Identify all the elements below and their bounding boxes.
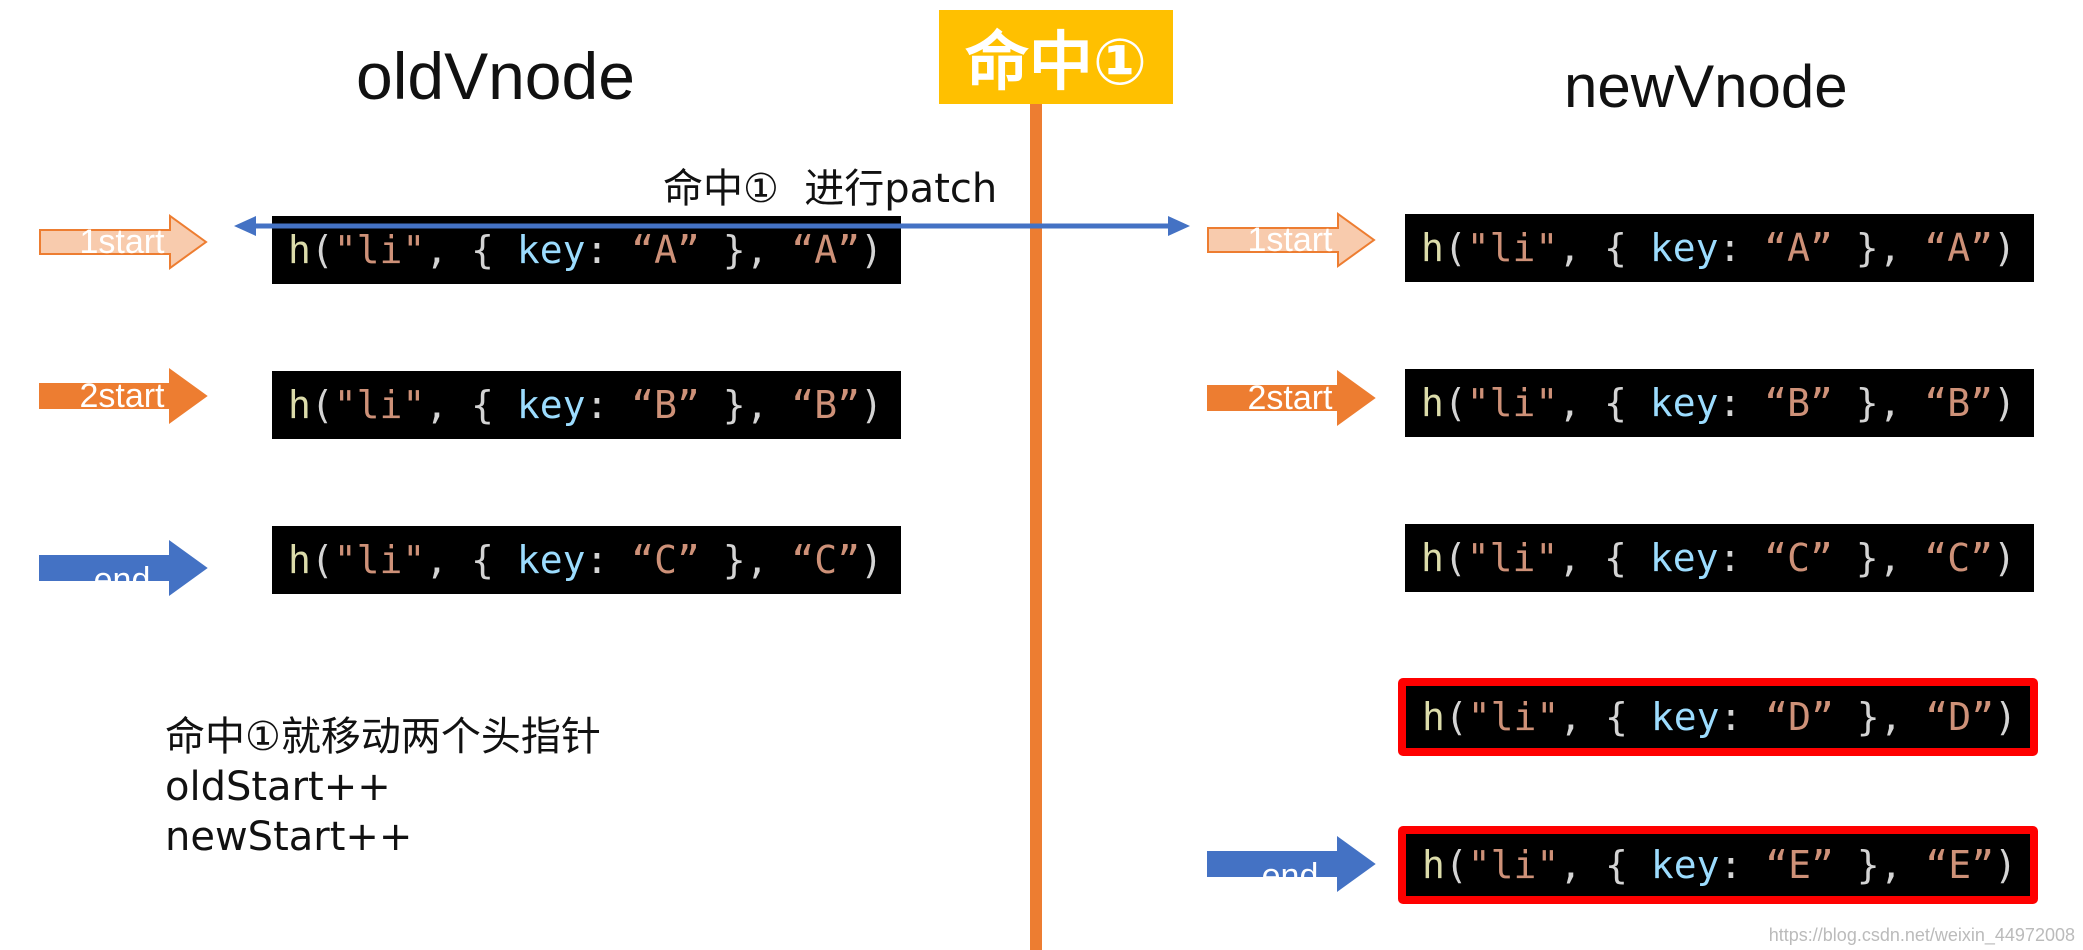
old-pointer-2start: 2start [38, 368, 210, 424]
arrow-right-icon [1168, 216, 1190, 236]
arrow-left-icon [234, 216, 256, 236]
old-pointer-1start: 1start [38, 214, 210, 270]
arrow-right-icon [1207, 370, 1376, 426]
old-vnode-text: B [814, 383, 838, 427]
new-vnode-text: E [1948, 843, 1972, 887]
arrow-right-icon [39, 214, 208, 270]
center-divider [1030, 104, 1042, 950]
new-vnode-item: h("li", { key: “B” }, “B”) [1405, 369, 2034, 437]
new-vnode-item: h("li", { key: “A” }, “A”) [1405, 214, 2034, 282]
old-vnode-text: A [814, 228, 838, 272]
new-vnode-text: B [1947, 381, 1971, 425]
new-vnode-text: A [1947, 226, 1971, 270]
pointer-label: end [1261, 856, 1319, 895]
note-line: oldStart++ [165, 764, 391, 810]
pointer-label: 2start [79, 376, 165, 415]
new-vnode-key: C [1787, 536, 1810, 580]
pointer-label: 1start [79, 222, 165, 261]
old-vnode-item: h("li", { key: “B” }, “B”) [272, 371, 901, 439]
pointer-label: end [93, 560, 151, 599]
pointer-label: 1start [1247, 220, 1333, 259]
new-vnode-key: B [1787, 381, 1810, 425]
new-vnode-item: h("li", { key: “C” }, “C”) [1405, 524, 2034, 592]
watermark: https://blog.csdn.net/weixin_44972008 [1768, 925, 2075, 945]
arrow-right-icon [39, 540, 208, 596]
old-pointer-end: end [38, 540, 210, 599]
new-vnode-key: A [1787, 226, 1810, 270]
patch-label: 命中① 进行patch [663, 166, 998, 212]
arrow-right-icon [1207, 212, 1376, 268]
old-vnode-text: C [814, 538, 838, 582]
note-line: 命中①就移动两个头指针 [165, 714, 601, 760]
hit-badge: 命中① [939, 10, 1173, 104]
old-vnode-item: h("li", { key: “C” }, “C”) [272, 526, 901, 594]
new-pointer-1start: 1start [1206, 212, 1378, 268]
pointer-label: 2start [1247, 378, 1333, 417]
arrow-right-icon [1207, 836, 1376, 892]
new-vnode-key: D [1788, 695, 1811, 739]
old-vnode-key: B [654, 383, 677, 427]
old-vnode-title: oldVnode [356, 39, 635, 113]
arrow-right-icon [39, 368, 208, 424]
old-vnode-key: A [654, 228, 677, 272]
note-line: newStart++ [165, 814, 413, 860]
explanation-note: 命中①就移动两个头指针 oldStart++ newStart++ [165, 712, 601, 862]
new-vnode-title: newVnode [1564, 53, 1848, 120]
new-pointer-end: end [1206, 836, 1378, 895]
new-vnode-item-highlighted: h("li", { key: “D” }, “D”) [1398, 678, 2038, 756]
old-vnode-key: C [654, 538, 677, 582]
new-vnode-item-highlighted: h("li", { key: “E” }, “E”) [1398, 826, 2038, 904]
new-vnode-key: E [1788, 843, 1811, 887]
new-vnode-text: D [1948, 695, 1972, 739]
new-vnode-text: C [1947, 536, 1971, 580]
new-pointer-2start: 2start [1206, 370, 1378, 426]
